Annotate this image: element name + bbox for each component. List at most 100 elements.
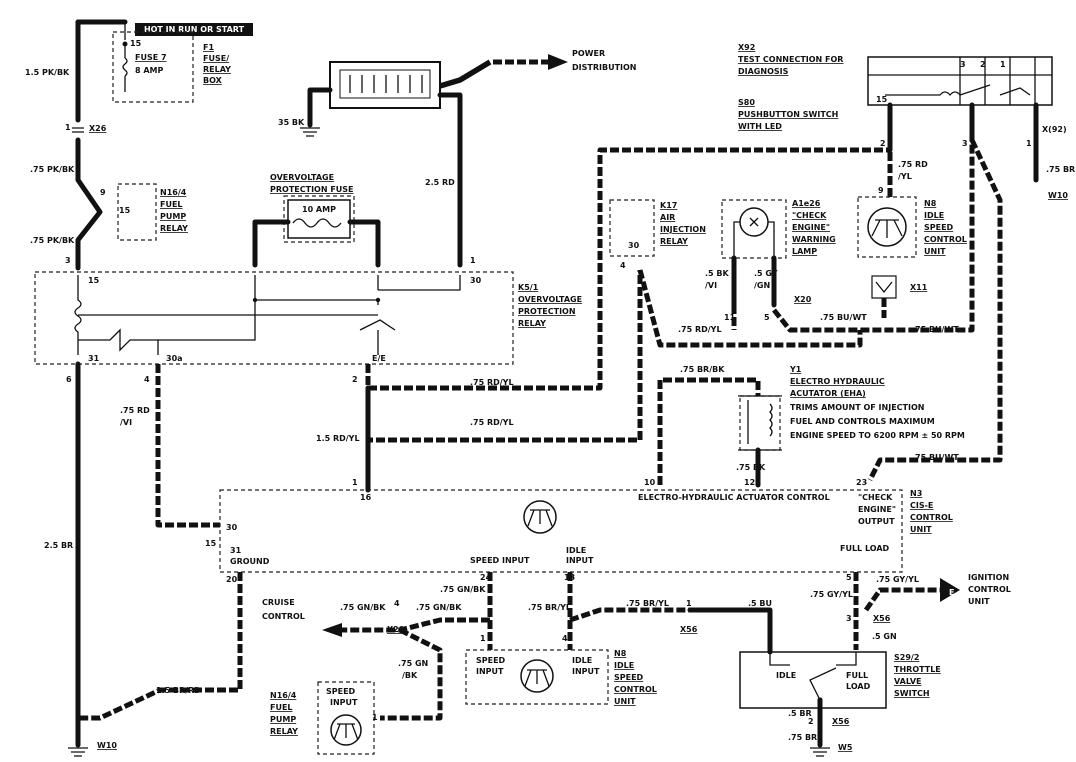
wire-30a	[155, 364, 220, 528]
ignition-unit-arrow	[940, 578, 960, 602]
diagram-label: X20	[794, 295, 812, 304]
x92-test-connector	[867, 56, 1053, 183]
diagram-label: CIS-E	[910, 501, 933, 510]
diagram-label: ELECTRO HYDRAULIC	[790, 377, 885, 386]
diagram-label: 30	[226, 523, 238, 532]
throttle-valve-switch	[739, 651, 887, 709]
diagram-label: 2	[352, 375, 358, 384]
hot-in-run-banner: HOT IN RUN OR START	[135, 23, 253, 36]
diagram-label: .75 BR/BK	[680, 365, 725, 374]
diagram-label: SPEED	[476, 656, 506, 665]
diagram-label: 1	[65, 123, 71, 132]
diagram-label: INPUT	[476, 667, 504, 676]
transistor-icon	[523, 500, 557, 534]
diagram-label: 4	[394, 599, 400, 608]
diagram-label: WARNING	[792, 235, 836, 244]
diagram-label: .75 RD	[120, 406, 150, 415]
diagram-label: OUTPUT	[858, 517, 895, 526]
diagram-label: RELAY	[660, 237, 688, 246]
diagram-label: PROTECTION	[518, 307, 576, 316]
diagram-label: /BK	[402, 671, 418, 680]
s80-label: S80	[738, 98, 755, 107]
diagram-label: .75 BR	[1046, 165, 1075, 174]
diagram-label: .5 GY	[754, 269, 778, 278]
diagram-label: W5	[838, 743, 853, 752]
diagram-label: .5 BU	[748, 599, 772, 608]
diagram-label: SWITCH	[894, 689, 930, 698]
idle-speed-control-unit-upper	[857, 196, 917, 258]
diagram-label: /YL	[898, 172, 912, 181]
diagram-label: FUEL	[270, 703, 293, 712]
air-injection-relay	[609, 199, 655, 257]
diagram-label: 31	[88, 354, 100, 363]
diagram-label: 1	[352, 478, 358, 487]
diagram-label: .5 BR	[788, 709, 812, 718]
diagram-label: 2	[808, 717, 814, 726]
overvoltage-protection-relay	[34, 271, 514, 365]
overvoltage-fuse	[252, 195, 381, 268]
diagram-label: .75 BK	[736, 463, 766, 472]
diagram-label: TRIMS AMOUNT OF INJECTION	[790, 403, 924, 412]
diagram-label: INPUT	[572, 667, 600, 676]
diagram-label: FUEL AND CONTROLS MAXIMUM	[790, 417, 935, 426]
main-feed-wire	[75, 19, 128, 271]
diagram-label: 4	[562, 634, 568, 643]
check-engine-warning-lamp	[721, 199, 787, 259]
diagram-label: LOAD	[846, 682, 871, 691]
diagram-label: 1	[1000, 60, 1006, 69]
diagram-label: .75 BU/WT	[820, 313, 867, 322]
diagram-label: 1.5 RD/YL	[316, 434, 360, 443]
diagram-label: .75 GN	[398, 659, 428, 668]
diagram-label: 10	[644, 478, 656, 487]
diagram-label: BOX	[203, 76, 223, 85]
diagram-label: ENGINE"	[858, 505, 896, 514]
diagram-label: FULL	[846, 671, 868, 680]
diagram-label: 9	[878, 186, 884, 195]
diagram-label: K5/1	[518, 283, 539, 292]
diagram-label: IDLE	[924, 211, 944, 220]
diagram-label: W10	[97, 741, 117, 750]
fuse-7-label: FUSE 7	[135, 53, 167, 62]
diagram-label: 1.5 BR/RD	[156, 686, 201, 695]
battery	[300, 54, 568, 268]
diagram-label: DISTRIBUTION	[572, 63, 637, 72]
diagram-label: E/E	[372, 354, 386, 363]
diagram-label: .75 RD/YL	[470, 418, 514, 427]
diagram-label: 11	[724, 313, 736, 322]
diagram-label: IDLE	[572, 656, 592, 665]
diagram-label: PROTECTION FUSE	[270, 185, 354, 194]
diagram-label: X56	[832, 717, 850, 726]
fuse-amp-label: 8 AMP	[135, 66, 164, 75]
x26-connector-label: X26	[89, 124, 107, 133]
diagram-label: INJECTION	[660, 225, 706, 234]
diagram-label: 1	[470, 256, 476, 265]
diagram-label: UNIT	[924, 247, 946, 256]
diagram-label: N16/4	[270, 691, 297, 700]
diagram-label: 30a	[166, 354, 183, 363]
diagram-label: .75 RD/YL	[678, 325, 722, 334]
diagram-label: .5 GN	[872, 632, 897, 641]
diagram-label: VALVE	[894, 677, 922, 686]
diagram-label: ACUTATOR (EHA)	[790, 389, 866, 398]
diagram-label: AIR	[660, 213, 675, 222]
diagram-label: .75 PK/BK	[30, 236, 75, 245]
diagram-label: .75 GN/BK	[340, 603, 386, 612]
diagram-label: 1	[372, 713, 378, 722]
diagram-label: SPEED	[614, 673, 644, 682]
f1-label: F1	[203, 43, 214, 52]
diagram-label: 9	[100, 188, 106, 197]
diagram-label: .75 BR/YL	[626, 599, 669, 608]
diagram-label: UNIT	[968, 597, 990, 606]
diagram-label: FUEL	[160, 200, 183, 209]
diagram-label: POWER	[572, 49, 605, 58]
diagram-label: 3	[65, 256, 71, 265]
cis-e-control-unit	[219, 489, 903, 573]
diagram-label: 1	[480, 634, 486, 643]
fuse-relay-box: 15 FUSE 7 8 AMP	[112, 31, 194, 103]
diagram-label: .75 GY/YL	[876, 575, 919, 584]
diagram-label: 15	[88, 276, 100, 285]
diagram-label: 3	[846, 614, 852, 623]
diagram-label: 12	[744, 478, 755, 487]
diagram-label: K17	[660, 201, 677, 210]
